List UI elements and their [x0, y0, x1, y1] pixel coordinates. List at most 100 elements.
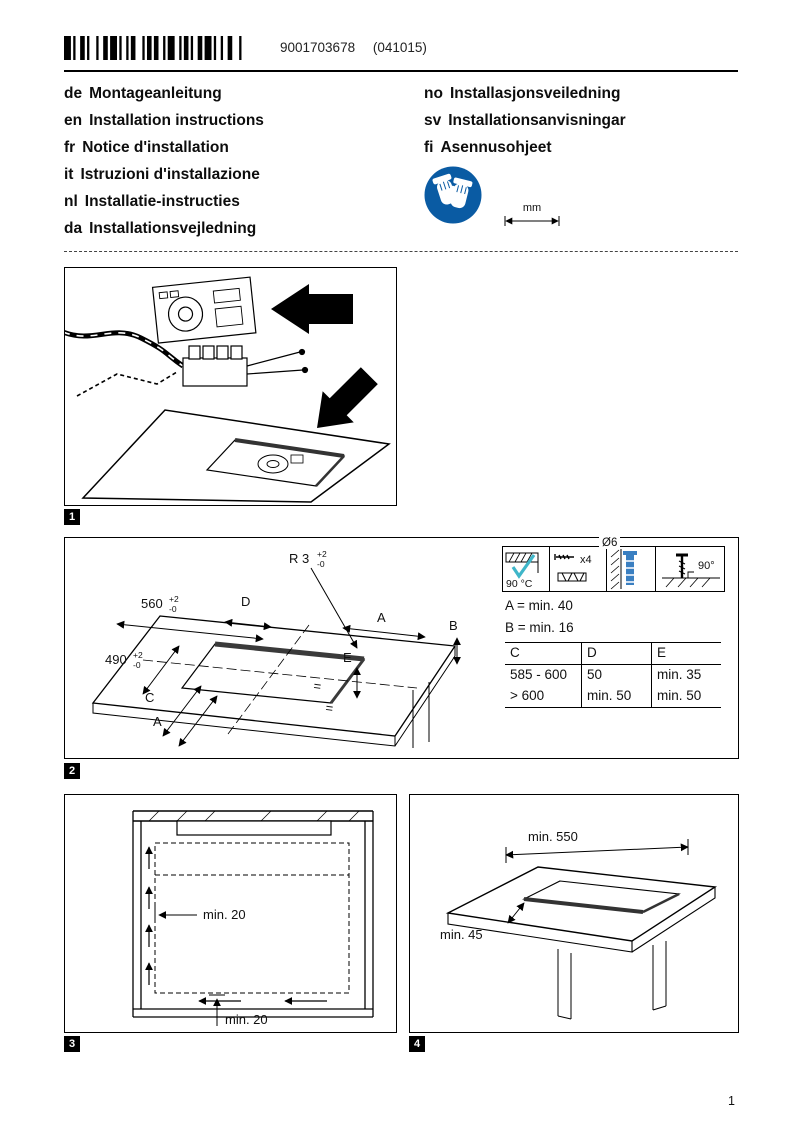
- figure-4-tag: 4: [409, 1036, 425, 1052]
- heat-resistance-icon-box: 90 °C: [502, 546, 550, 592]
- table-header: D: [581, 643, 651, 665]
- screw-count-label: x4: [580, 554, 592, 566]
- protective-gloves-icon: [424, 166, 482, 224]
- sticker-in-cutout: [257, 454, 289, 474]
- mm-scale-label: mm: [522, 202, 542, 214]
- arrow-down-left-icon: [317, 367, 378, 428]
- language-code: sv: [424, 112, 442, 129]
- dim-radius: R 3: [289, 551, 309, 566]
- mm-scale-symbol: mm: [502, 203, 562, 232]
- check-icon: [511, 554, 536, 579]
- dim-letter-c: C: [145, 690, 154, 705]
- dim-tol-sub: -0: [133, 660, 141, 670]
- language-code: fr: [64, 139, 76, 156]
- dim-min20-side: [154, 907, 197, 923]
- language-entry: en Installation instructions: [64, 107, 264, 134]
- dim-equal-1: =: [313, 678, 323, 694]
- temp-label: 90 °C: [506, 578, 533, 590]
- figure-1-drawing: [62, 276, 391, 503]
- terminal-block: [182, 345, 309, 387]
- figure-2-tag: 2: [64, 763, 80, 779]
- language-title: Installationsvejledning: [89, 220, 257, 237]
- worktop-edge-check-icon: 90 °C: [505, 552, 539, 590]
- dim-min550: [505, 839, 689, 863]
- min20-bottom-label: min. 20: [225, 1012, 268, 1027]
- dim-tol-sup: +2: [133, 650, 143, 660]
- language-code: en: [64, 112, 83, 129]
- note-dim-b: B = min. 16: [505, 620, 574, 635]
- dowel-diameter-label: Ø6: [599, 537, 621, 549]
- screw-90deg-icon: 90°: [662, 553, 720, 588]
- note-dim-a: A = min. 40: [505, 598, 573, 613]
- worktop-perspective: [445, 866, 718, 953]
- cabinet-lines: [557, 941, 667, 1020]
- table-cell: > 600: [510, 688, 545, 703]
- table-cell: 50: [581, 665, 651, 686]
- dim-tol-sup: +2: [169, 594, 179, 604]
- language-code: fi: [424, 139, 434, 156]
- centerlines: [142, 624, 418, 735]
- min20-side-label: min. 20: [203, 907, 246, 922]
- header-rule: [64, 70, 738, 72]
- dim-equal-2: =: [325, 700, 335, 716]
- cabinet-walls: [132, 811, 374, 1018]
- angle-label: 90°: [698, 560, 715, 572]
- dim-letter-a-top: A: [377, 610, 386, 625]
- figure-3: min. 20 min. 20: [64, 794, 397, 1033]
- language-title: Installationsanvisningar: [448, 112, 626, 129]
- dim-min20-bottom: [209, 994, 225, 1026]
- language-title: Installation instructions: [89, 112, 264, 129]
- cabinet-lines: [412, 682, 430, 748]
- language-code: no: [424, 85, 443, 102]
- clearance-zone: [154, 842, 350, 994]
- dim-490: 490: [105, 652, 127, 667]
- screws-icon-box: x4: [549, 546, 607, 592]
- table-cell: min. 35: [651, 665, 721, 686]
- dimension-table: C D E 585 - 600 50 min. 35 > 600 min. 50…: [505, 642, 721, 708]
- table-header: E: [651, 643, 721, 665]
- fixing-cord: [76, 371, 178, 397]
- mains-cable: [62, 329, 185, 369]
- language-entry: sv Installationsanvisningar: [424, 107, 626, 134]
- figure-1: [62, 267, 397, 506]
- print-code: (041015): [372, 40, 427, 55]
- barcode-number: 9001703678: [280, 40, 356, 55]
- figure-3-drawing: min. 20 min. 20: [132, 810, 374, 1027]
- dim-tol-sup: +2: [317, 549, 327, 559]
- language-code: nl: [64, 193, 78, 210]
- table-cell: min. 50: [651, 686, 721, 707]
- hob-cutout: [522, 880, 681, 914]
- barcode: [64, 36, 242, 60]
- dim-letter-d: D: [241, 594, 250, 609]
- language-code: da: [64, 220, 83, 237]
- dimension-lines: [116, 567, 461, 747]
- min550-label: min. 550: [528, 829, 578, 844]
- language-entry: fi Asennusohjeet: [424, 134, 626, 161]
- dowel-icon-box: [606, 546, 656, 592]
- figure-4: min. 550 min. 45: [409, 794, 739, 1033]
- label-card: [151, 276, 257, 344]
- dim-letter-e: E: [343, 650, 352, 665]
- screws-icon: x4: [554, 554, 592, 582]
- screw-angle-icon-box: 90°: [655, 546, 725, 592]
- hob-body: [176, 820, 332, 836]
- dim-min45: [507, 902, 525, 924]
- language-entry: da Installationsvejledning: [64, 215, 264, 242]
- min45-label: min. 45: [440, 927, 483, 942]
- worktop-hatch: [148, 810, 360, 822]
- language-title: Istruzioni d'installazione: [80, 166, 260, 183]
- language-title: Asennusohjeet: [440, 139, 552, 156]
- arrow-left-icon: [271, 284, 353, 334]
- document-code-line: 9001703678 (041015): [280, 40, 441, 55]
- language-title: Montageanleitung: [89, 85, 222, 102]
- dim-tol-sub: -0: [169, 604, 177, 614]
- table-cell: min. 50: [581, 686, 651, 707]
